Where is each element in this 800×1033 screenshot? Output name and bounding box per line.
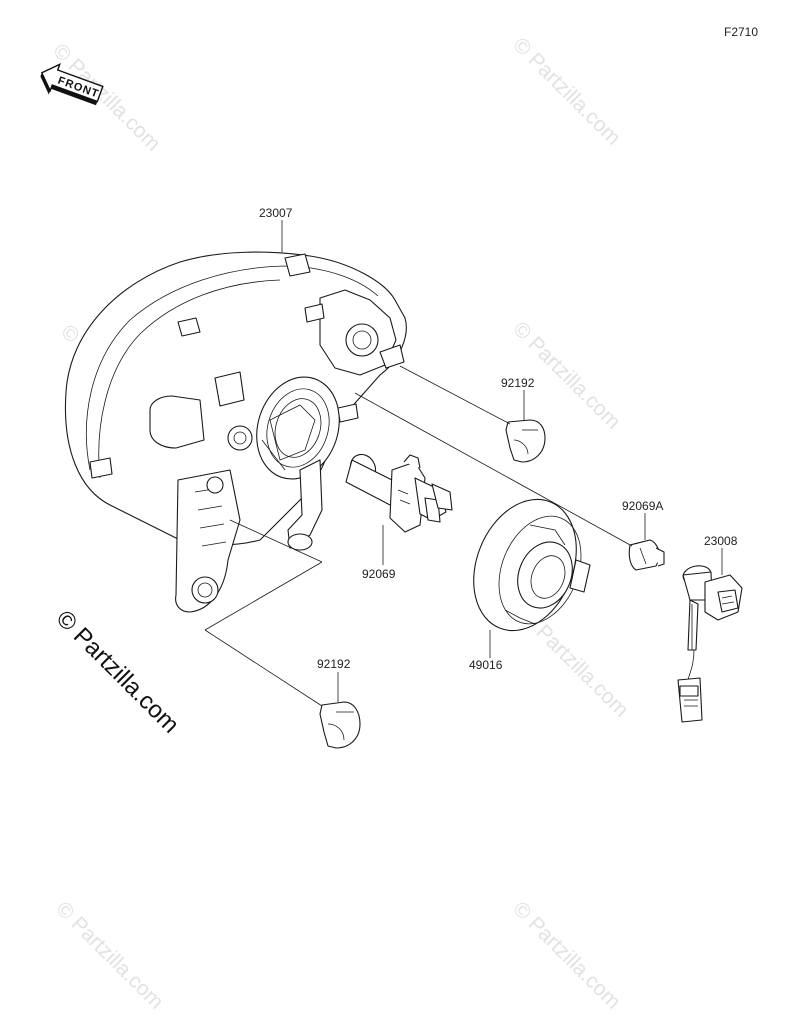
headlight-bulb[interactable] bbox=[345, 450, 453, 533]
position-bulb[interactable] bbox=[628, 539, 665, 571]
callout-labels: 23007 92192 92069A 23008 92069 49016 921… bbox=[259, 206, 738, 672]
figure-id: F2710 bbox=[724, 25, 758, 39]
callout-23007: 23007 bbox=[259, 206, 293, 220]
watermark-faint: © Partzilla.com bbox=[508, 897, 624, 1013]
watermark-faint: © Partzilla.com bbox=[48, 39, 164, 155]
callout-92192-upper: 92192 bbox=[501, 376, 535, 390]
headlight-assembly[interactable] bbox=[64, 251, 407, 613]
front-arrow-icon: FRONT bbox=[40, 63, 104, 106]
callout-49016: 49016 bbox=[469, 658, 503, 672]
callout-92069a: 92069A bbox=[622, 499, 663, 513]
callout-92069: 92069 bbox=[362, 567, 396, 581]
callout-92192-lower: 92192 bbox=[317, 657, 351, 671]
leader-lines bbox=[204, 220, 723, 707]
bulb-socket-harness[interactable] bbox=[677, 564, 743, 723]
clip-upper[interactable] bbox=[505, 419, 546, 463]
watermark-faint: © Partzilla.com bbox=[51, 897, 167, 1013]
watermark-main: © Partzilla.com bbox=[51, 605, 184, 738]
watermark-faint: © Partzilla.com bbox=[508, 33, 624, 149]
bulb-cap[interactable] bbox=[455, 484, 596, 646]
callout-23008: 23008 bbox=[704, 534, 738, 548]
clip-lower[interactable] bbox=[319, 701, 361, 749]
